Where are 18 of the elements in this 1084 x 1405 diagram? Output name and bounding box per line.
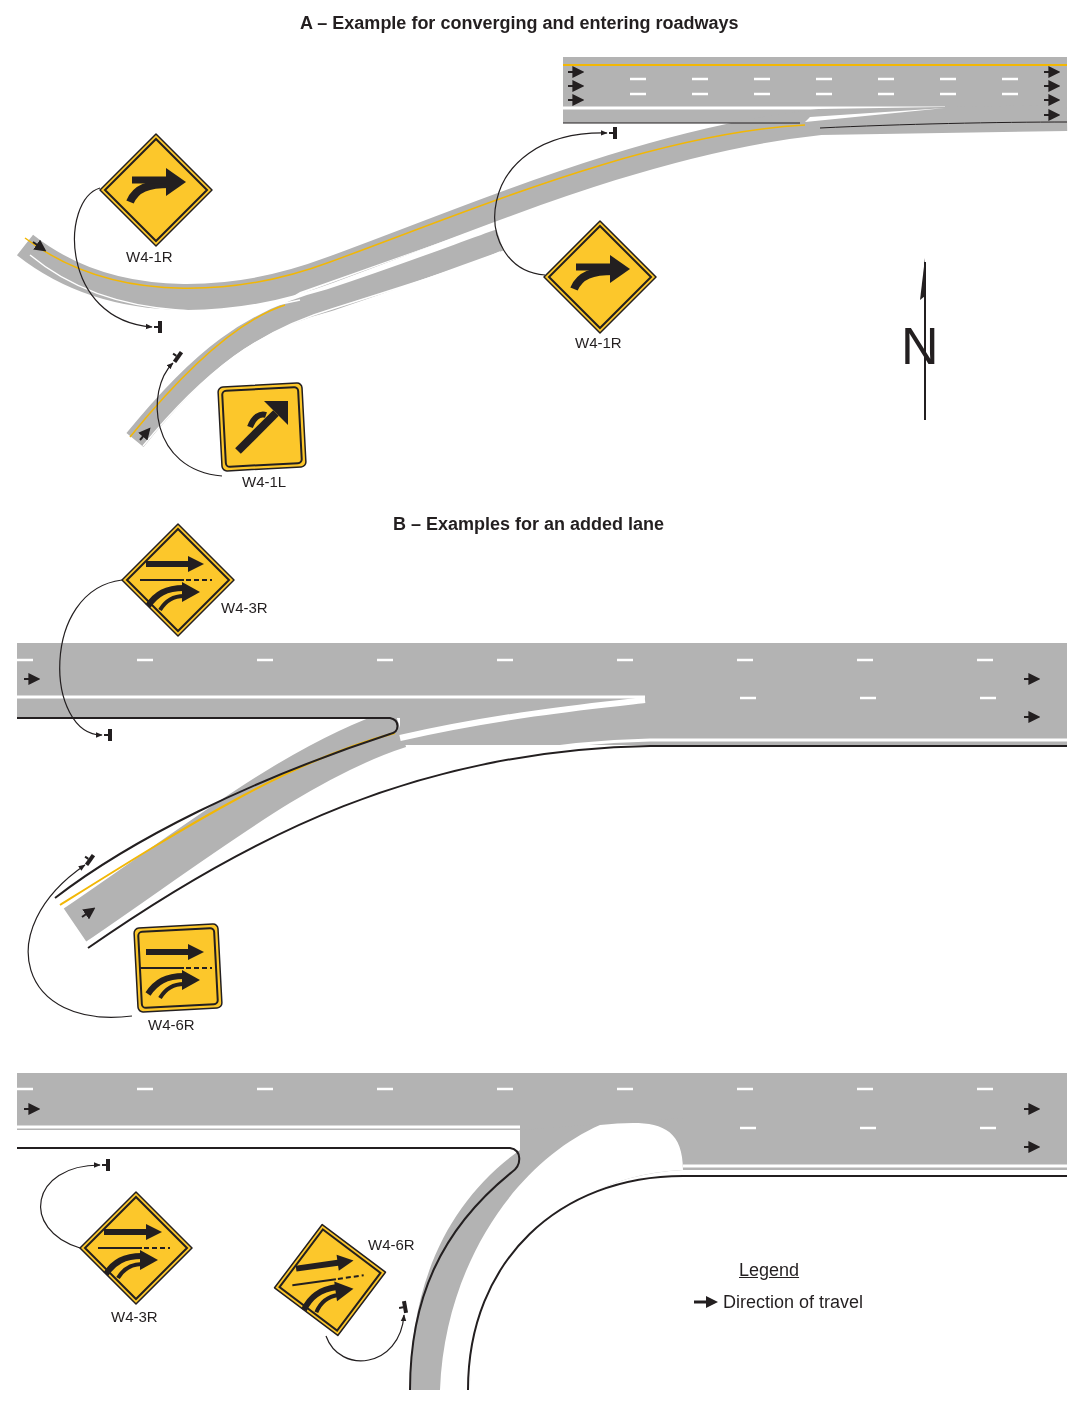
sign-code: W4-6R: [148, 1016, 195, 1033]
leader-line: [40, 1162, 101, 1249]
leader-line: [74, 187, 153, 329]
section-heading: A – Example for converging and entering roadways: [300, 13, 739, 34]
sign-code: W4-3R: [221, 599, 268, 616]
leader-line: [27, 864, 133, 1018]
leader-line: [494, 130, 608, 276]
sign-code: W4-6R: [368, 1236, 415, 1253]
section-heading: B – Examples for an added lane: [393, 514, 665, 535]
sign-code: W4-1R: [126, 248, 173, 265]
legend-heading: Legend: [739, 1260, 800, 1281]
sign-code: W4-1L: [242, 473, 287, 490]
leader-line: [59, 579, 123, 737]
sign-code: W4-3R: [111, 1308, 158, 1325]
legend-text: Direction of travel: [723, 1292, 864, 1313]
leader-line: [325, 1314, 406, 1362]
leader-line: [156, 362, 223, 477]
sign-code: W4-1R: [575, 334, 622, 351]
